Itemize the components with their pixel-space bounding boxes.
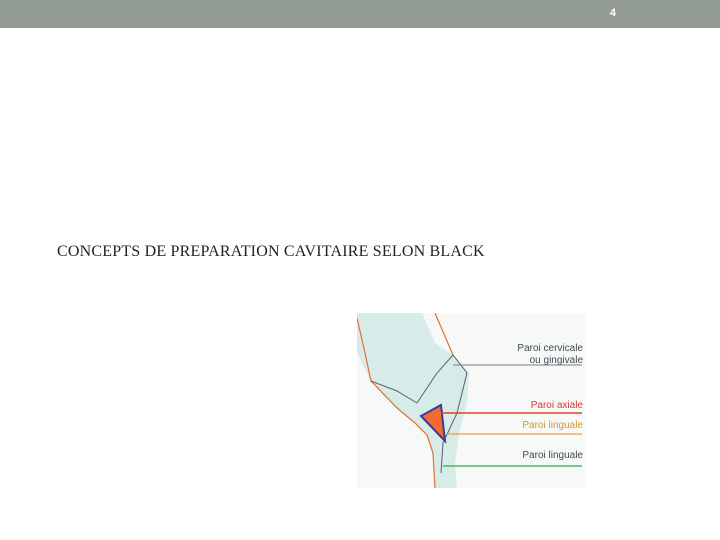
label-lingual-2: Paroi linguale [522, 450, 583, 461]
cavity-diagram: Paroi cervicale ou gingivale Paroi axial… [357, 313, 585, 488]
label-lingual-1: Paroi linguale [522, 420, 583, 431]
label-cervical: Paroi cervicale ou gingivale [517, 343, 583, 367]
label-cervical-line1: Paroi cervicale [517, 343, 583, 354]
tooth-outline-right [434, 313, 454, 356]
cavity-fill [419, 403, 447, 444]
cavity-diagram-svg [357, 313, 585, 488]
label-cervical-line2: ou gingivale [529, 355, 583, 366]
tooth-outline [357, 317, 436, 488]
header-bar: 4 [0, 0, 720, 28]
page-title: CONCEPTS DE PREPARATION CAVITAIRE SELON … [57, 243, 485, 260]
label-axial: Paroi axiale [530, 400, 583, 411]
slide-number: 4 [609, 7, 616, 19]
cavity-wall [370, 354, 468, 474]
